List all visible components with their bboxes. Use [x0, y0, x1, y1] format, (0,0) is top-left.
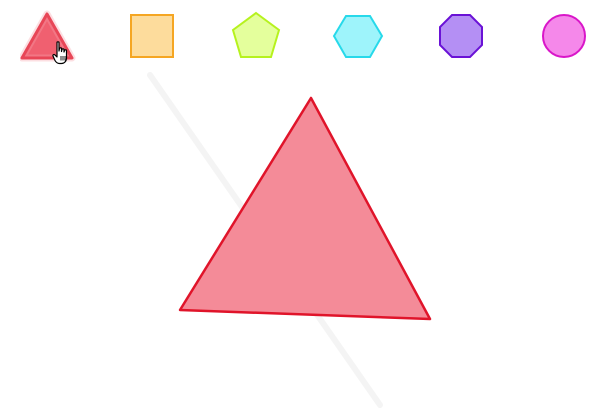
square-icon — [130, 14, 174, 58]
circle-icon — [542, 14, 586, 58]
square-button[interactable] — [124, 10, 180, 64]
hexagon-icon — [332, 15, 384, 58]
pentagon-icon — [231, 11, 281, 58]
drawn-triangle[interactable] — [178, 96, 432, 321]
octagon-icon — [439, 14, 483, 58]
hexagon-button[interactable] — [330, 10, 386, 64]
shape-toolbar — [0, 0, 600, 75]
circle-button[interactable] — [536, 10, 592, 64]
pentagon-button[interactable] — [228, 10, 284, 64]
octagon-button[interactable] — [433, 10, 489, 64]
